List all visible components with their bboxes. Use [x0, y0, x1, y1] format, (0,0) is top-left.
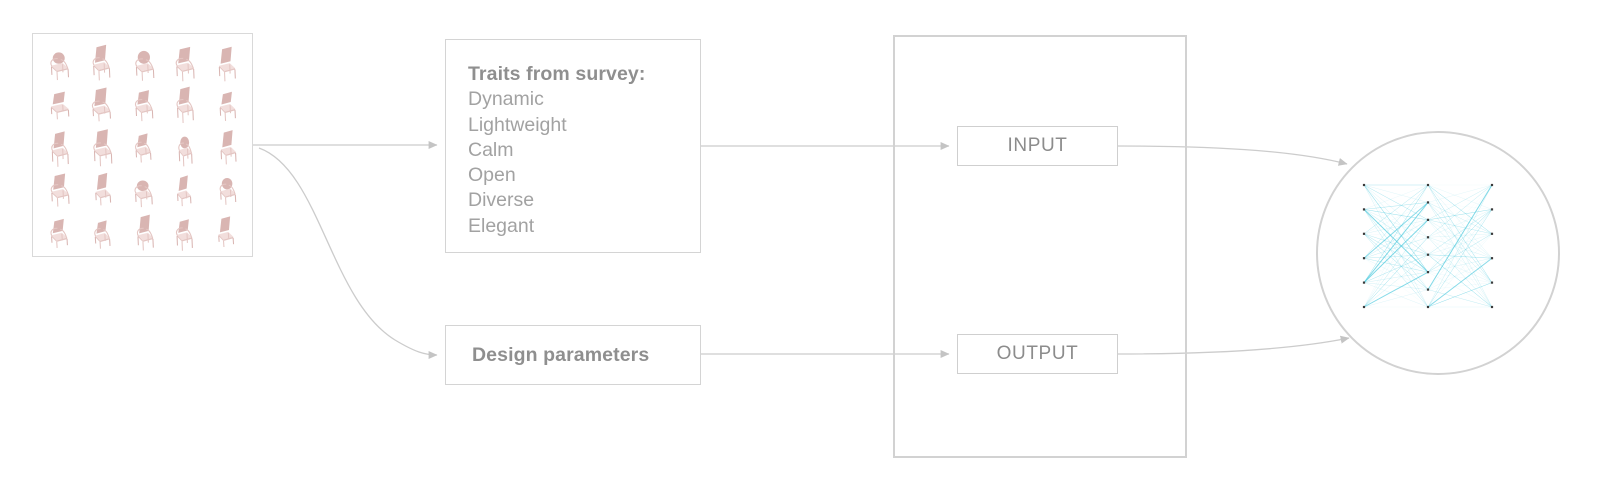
chair-thumbnail [39, 167, 81, 209]
trait-item-dynamic: Dynamic [468, 88, 544, 111]
chair-thumbnail [81, 210, 123, 252]
output-box: OUTPUT [957, 334, 1118, 374]
design-parameters-label: Design parameters [472, 343, 650, 366]
trait-item-open: Open [468, 164, 516, 187]
chair-thumbnail [39, 125, 81, 167]
chair-thumbnail [206, 210, 248, 252]
chair-thumbnail [81, 82, 123, 124]
chair-thumbnail [81, 167, 123, 209]
neural-network-diagram [1362, 183, 1494, 309]
chair-thumbnail [123, 40, 165, 82]
chair-thumbnail [206, 82, 248, 124]
chair-thumbnail [123, 125, 165, 167]
traits-title: Traits from survey: [468, 63, 646, 85]
chair-thumbnail [39, 40, 81, 82]
chair-dataset-panel [32, 33, 253, 257]
chair-thumbnail-grid [39, 40, 248, 252]
design-parameters-box: Design parameters [445, 325, 701, 385]
traits-from-survey-box: Traits from survey: Dynamic Lightweight … [445, 39, 701, 253]
trait-item-calm: Calm [468, 138, 514, 161]
chair-thumbnail [123, 210, 165, 252]
chair-thumbnail [123, 167, 165, 209]
chair-thumbnail [164, 82, 206, 124]
trait-item-diverse: Diverse [468, 189, 535, 212]
chair-thumbnail [206, 167, 248, 209]
chair-thumbnail [164, 125, 206, 167]
chair-thumbnail [123, 82, 165, 124]
arrow-chairs-to-design-parameters [258, 147, 438, 359]
output-label: OUTPUT [996, 343, 1079, 364]
model-container-rectangle [893, 35, 1187, 458]
chair-thumbnail [39, 82, 81, 124]
chair-thumbnail [81, 40, 123, 82]
arrow-input-to-network [1117, 145, 1348, 166]
chair-thumbnail [81, 125, 123, 167]
input-label: INPUT [1007, 135, 1068, 156]
network-circle [1316, 131, 1560, 375]
chair-thumbnail [164, 210, 206, 252]
trait-item-lightweight: Lightweight [468, 113, 567, 136]
chair-thumbnail [39, 210, 81, 252]
input-box: INPUT [957, 126, 1118, 166]
chair-thumbnail [164, 167, 206, 209]
arrow-output-to-network [1117, 335, 1350, 355]
trait-item-elegant: Elegant [468, 214, 535, 237]
chair-thumbnail [206, 40, 248, 82]
chair-thumbnail [206, 125, 248, 167]
chair-thumbnail [164, 40, 206, 82]
